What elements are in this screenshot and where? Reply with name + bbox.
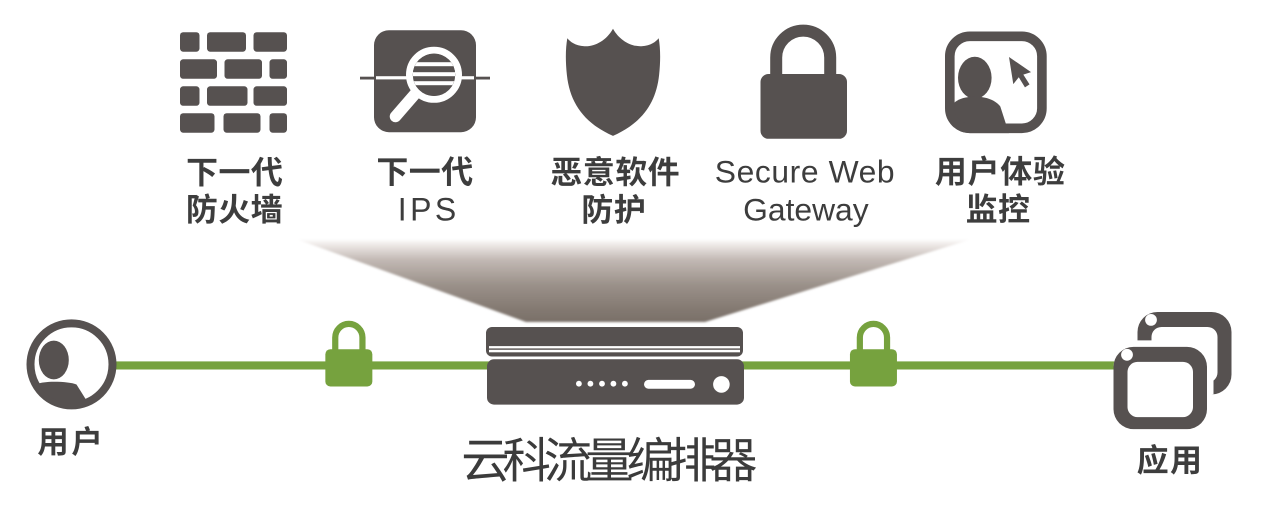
svg-text:Secure Web: Secure Web bbox=[715, 154, 895, 190]
svg-text:Gateway: Gateway bbox=[743, 191, 869, 227]
svg-text:IPS: IPS bbox=[398, 191, 460, 227]
